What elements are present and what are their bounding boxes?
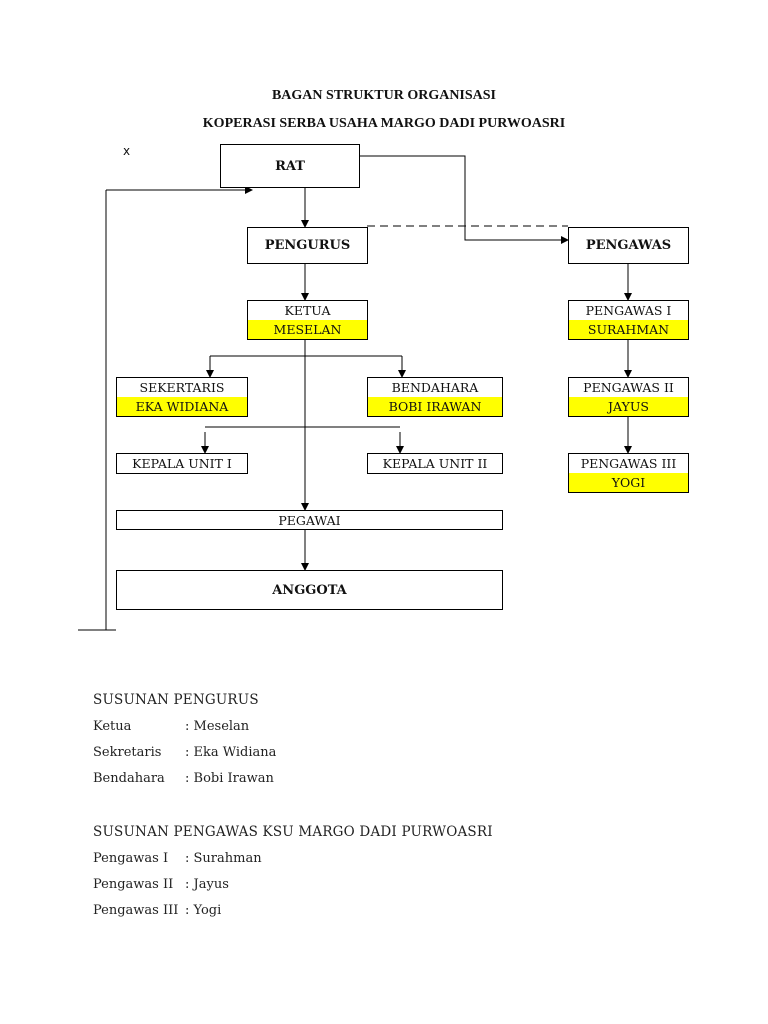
pengawas-3-box: PENGAWAS III YOGI <box>568 453 689 493</box>
pengawas-row: Pengawas I : Surahman <box>93 851 262 866</box>
pengurus-label: PENGURUS <box>264 238 351 253</box>
x-marker: x <box>123 144 131 158</box>
pengawas-2-box: PENGAWAS II JAYUS <box>568 377 689 417</box>
pengurus-row-value: : Bobi Irawan <box>185 771 274 786</box>
pengawas-row: Pengawas III : Yogi <box>93 903 221 918</box>
ketua-title: KETUA <box>284 303 331 318</box>
susunan-pengurus-heading: SUSUNAN PENGURUS <box>93 692 259 708</box>
pegawai-box: PEGAWAI <box>116 510 503 530</box>
sekertaris-name: EKA WIDIANA <box>117 397 247 416</box>
pengawas-row-value: : Surahman <box>185 851 262 866</box>
bendahara-name: BOBI IRAWAN <box>368 397 502 416</box>
ketua-box: KETUA MESELAN <box>247 300 368 340</box>
pengurus-row-value: : Eka Widiana <box>185 745 277 760</box>
pengurus-row-label: Ketua <box>93 719 132 734</box>
pengawas-1-title: PENGAWAS I <box>585 303 672 318</box>
pegawai-label: PEGAWAI <box>278 512 341 528</box>
susunan-pengawas-heading: SUSUNAN PENGAWAS KSU MARGO DADI PURWOASR… <box>93 824 493 840</box>
kepala-unit-2-label: KEPALA UNIT II <box>382 456 488 471</box>
chart-subtitle: KOPERASI SERBA USAHA MARGO DADI PURWOASR… <box>202 116 566 131</box>
rat-box: RAT <box>220 144 360 188</box>
pengurus-row-value: : Meselan <box>185 719 250 734</box>
pengawas-3-title: PENGAWAS III <box>580 456 677 471</box>
chart-title: BAGAN STRUKTUR ORGANISASI <box>271 88 497 103</box>
sekertaris-title: SEKERTARIS <box>139 380 225 395</box>
pengawas-3-name: YOGI <box>569 473 688 492</box>
pengawas-2-name: JAYUS <box>569 397 688 416</box>
pengurus-row: Ketua : Meselan <box>93 719 249 734</box>
pengawas-row: Pengawas II : Jayus <box>93 877 229 892</box>
pengurus-row-label: Bendahara <box>93 771 165 786</box>
ketua-name: MESELAN <box>248 320 367 339</box>
kepala-unit-2-box: KEPALA UNIT II <box>367 453 503 474</box>
pengawas-row-label: Pengawas III <box>93 903 179 918</box>
sekertaris-box: SEKERTARIS EKA WIDIANA <box>116 377 248 417</box>
kepala-unit-1-box: KEPALA UNIT I <box>116 453 248 474</box>
pengurus-row: Bendahara : Bobi Irawan <box>93 771 274 786</box>
bendahara-box: BENDAHARA BOBI IRAWAN <box>367 377 503 417</box>
kepala-unit-1-label: KEPALA UNIT I <box>132 456 232 471</box>
anggota-box: ANGGOTA <box>116 570 503 610</box>
pengurus-row-label: Sekretaris <box>93 745 162 760</box>
anggota-label: ANGGOTA <box>272 582 347 598</box>
bendahara-title: BENDAHARA <box>391 380 479 395</box>
rat-label: RAT <box>275 158 305 174</box>
pengawas-1-box: PENGAWAS I SURAHMAN <box>568 300 689 340</box>
arrow-rat-pengawas <box>359 155 569 244</box>
pengawas-box: PENGAWAS <box>568 227 689 264</box>
pengawas-label: PENGAWAS <box>585 238 672 253</box>
pengurus-box: PENGURUS <box>247 227 368 264</box>
pengawas-row-value: : Yogi <box>185 903 222 918</box>
pengawas-2-title: PENGAWAS II <box>583 380 674 395</box>
pengawas-row-label: Pengawas I <box>93 851 169 866</box>
pengawas-row-label: Pengawas II <box>93 877 174 892</box>
pengawas-row-value: : Jayus <box>185 877 229 892</box>
pengawas-1-name: SURAHMAN <box>569 320 688 339</box>
pengurus-row: Sekretaris : Eka Widiana <box>93 745 276 760</box>
